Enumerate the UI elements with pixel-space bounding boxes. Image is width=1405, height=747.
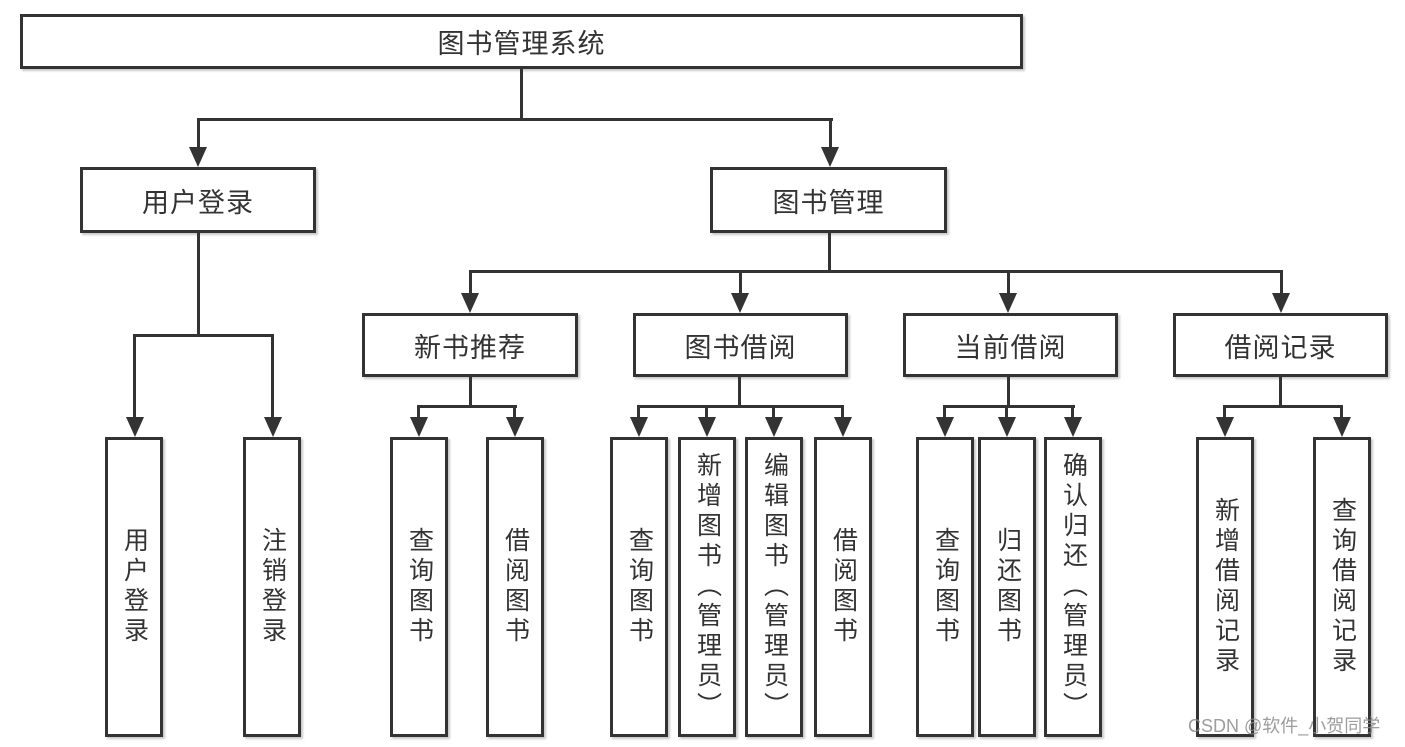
leaf-return-book: 归还图书 bbox=[978, 437, 1036, 737]
leaf-borrow-book-borrowing-label: 借阅图书 bbox=[829, 527, 858, 647]
arrow-down-icon bbox=[821, 147, 839, 167]
leaf-query-book-borrowing: 查询图书 bbox=[610, 437, 668, 737]
leaf-user-login: 用户登录 bbox=[105, 437, 163, 737]
node-new-book-recommendation-label: 新书推荐 bbox=[414, 332, 526, 363]
arrow-down-icon bbox=[189, 147, 207, 167]
leaf-edit-book-admin: 编辑图书（管理员） bbox=[745, 437, 803, 737]
connector-line bbox=[1223, 407, 1226, 419]
arrow-down-icon bbox=[461, 293, 479, 313]
connector-line bbox=[1340, 407, 1343, 419]
node-current-borrowing-label: 当前借阅 bbox=[954, 332, 1067, 363]
node-borrowing-records-label: 借阅记录 bbox=[1224, 332, 1337, 363]
leaf-logout-login: 注销登录 bbox=[243, 437, 301, 737]
connector-line bbox=[828, 233, 831, 273]
arrow-down-icon bbox=[999, 293, 1017, 313]
arrow-down-icon bbox=[765, 417, 783, 437]
leaf-return-book-label: 归还图书 bbox=[993, 527, 1022, 647]
leaf-logout-login-label: 注销登录 bbox=[258, 527, 287, 647]
leaf-borrow-book-recommend-label: 借阅图书 bbox=[501, 527, 530, 647]
connector-line bbox=[1005, 407, 1008, 419]
node-book-management: 图书管理 bbox=[710, 167, 947, 233]
connector-line bbox=[513, 407, 516, 419]
connector-line bbox=[469, 272, 472, 295]
leaf-query-book-current-label: 查询图书 bbox=[931, 527, 960, 647]
node-user-login-label: 用户登录 bbox=[142, 187, 254, 218]
connector-line bbox=[738, 377, 741, 408]
arrow-down-icon bbox=[1333, 417, 1351, 437]
connector-line bbox=[469, 270, 1283, 273]
connector-line bbox=[772, 407, 775, 419]
arrow-down-icon bbox=[1272, 293, 1290, 313]
csdn-watermark: CSDN @软件_小贺同学 bbox=[1188, 716, 1381, 736]
leaf-add-borrow-record: 新增借阅记录 bbox=[1196, 437, 1254, 737]
connector-line bbox=[133, 336, 136, 419]
arrow-down-icon bbox=[506, 417, 524, 437]
arrow-down-icon bbox=[998, 417, 1016, 437]
arrow-down-icon bbox=[1216, 417, 1234, 437]
connector-line bbox=[705, 407, 708, 419]
connector-line bbox=[133, 334, 274, 337]
leaf-add-book-admin: 新增图书（管理员） bbox=[678, 437, 736, 737]
leaf-borrow-book-recommend: 借阅图书 bbox=[486, 437, 544, 737]
node-book-management-label: 图书管理 bbox=[772, 187, 885, 218]
leaf-edit-book-admin-label: 编辑图书（管理员） bbox=[760, 452, 789, 722]
connector-line bbox=[1279, 377, 1282, 408]
node-borrowing-records: 借阅记录 bbox=[1173, 313, 1388, 377]
arrow-down-icon bbox=[264, 417, 282, 437]
arrow-down-icon bbox=[698, 417, 716, 437]
connector-line bbox=[739, 272, 742, 295]
node-user-login: 用户登录 bbox=[80, 167, 316, 233]
arrow-down-icon bbox=[1064, 417, 1082, 437]
arrow-down-icon bbox=[936, 417, 954, 437]
connector-line bbox=[943, 405, 1075, 408]
connector-line bbox=[637, 405, 844, 408]
connector-line bbox=[1007, 377, 1010, 408]
connector-line bbox=[197, 118, 833, 121]
leaf-borrow-book-borrowing: 借阅图书 bbox=[814, 437, 872, 737]
connector-line bbox=[841, 407, 844, 419]
node-root-label: 图书管理系统 bbox=[437, 29, 606, 59]
leaf-confirm-return-admin-label: 确认归还（管理员） bbox=[1059, 452, 1088, 722]
leaf-confirm-return-admin: 确认归还（管理员） bbox=[1044, 437, 1102, 737]
node-current-borrowing: 当前借阅 bbox=[903, 313, 1118, 377]
connector-line bbox=[829, 120, 832, 149]
connector-line bbox=[637, 407, 640, 419]
arrow-down-icon bbox=[126, 417, 144, 437]
leaf-query-book-recommend: 查询图书 bbox=[390, 437, 448, 737]
arrow-down-icon bbox=[630, 417, 648, 437]
leaf-query-book-current: 查询图书 bbox=[916, 437, 974, 737]
leaf-query-borrow-record: 查询借阅记录 bbox=[1313, 437, 1371, 737]
connector-line bbox=[469, 377, 472, 408]
connector-line bbox=[417, 405, 517, 408]
leaf-query-book-borrowing-label: 查询图书 bbox=[625, 527, 654, 647]
node-root: 图书管理系统 bbox=[20, 14, 1023, 69]
connector-line bbox=[197, 233, 200, 337]
leaf-query-borrow-record-label: 查询借阅记录 bbox=[1328, 497, 1357, 677]
leaf-user-login-label: 用户登录 bbox=[120, 527, 149, 647]
arrow-down-icon bbox=[410, 417, 428, 437]
connector-line bbox=[520, 69, 523, 119]
connector-line bbox=[271, 336, 274, 419]
connector-line bbox=[1280, 272, 1283, 295]
connector-line bbox=[1223, 405, 1343, 408]
node-book-borrowing-label: 图书借阅 bbox=[684, 332, 797, 363]
leaf-add-book-admin-label: 新增图书（管理员） bbox=[693, 452, 722, 722]
connector-line bbox=[1007, 272, 1010, 295]
leaf-query-book-recommend-label: 查询图书 bbox=[405, 527, 434, 647]
arrow-down-icon bbox=[834, 417, 852, 437]
leaf-add-borrow-record-label: 新增借阅记录 bbox=[1211, 497, 1240, 677]
connector-line bbox=[943, 407, 946, 419]
connector-line bbox=[1071, 407, 1074, 419]
node-new-book-recommendation: 新书推荐 bbox=[362, 313, 578, 377]
connector-line bbox=[197, 120, 200, 149]
node-book-borrowing: 图书借阅 bbox=[633, 313, 848, 377]
connector-line bbox=[417, 407, 420, 419]
arrow-down-icon bbox=[731, 293, 749, 313]
